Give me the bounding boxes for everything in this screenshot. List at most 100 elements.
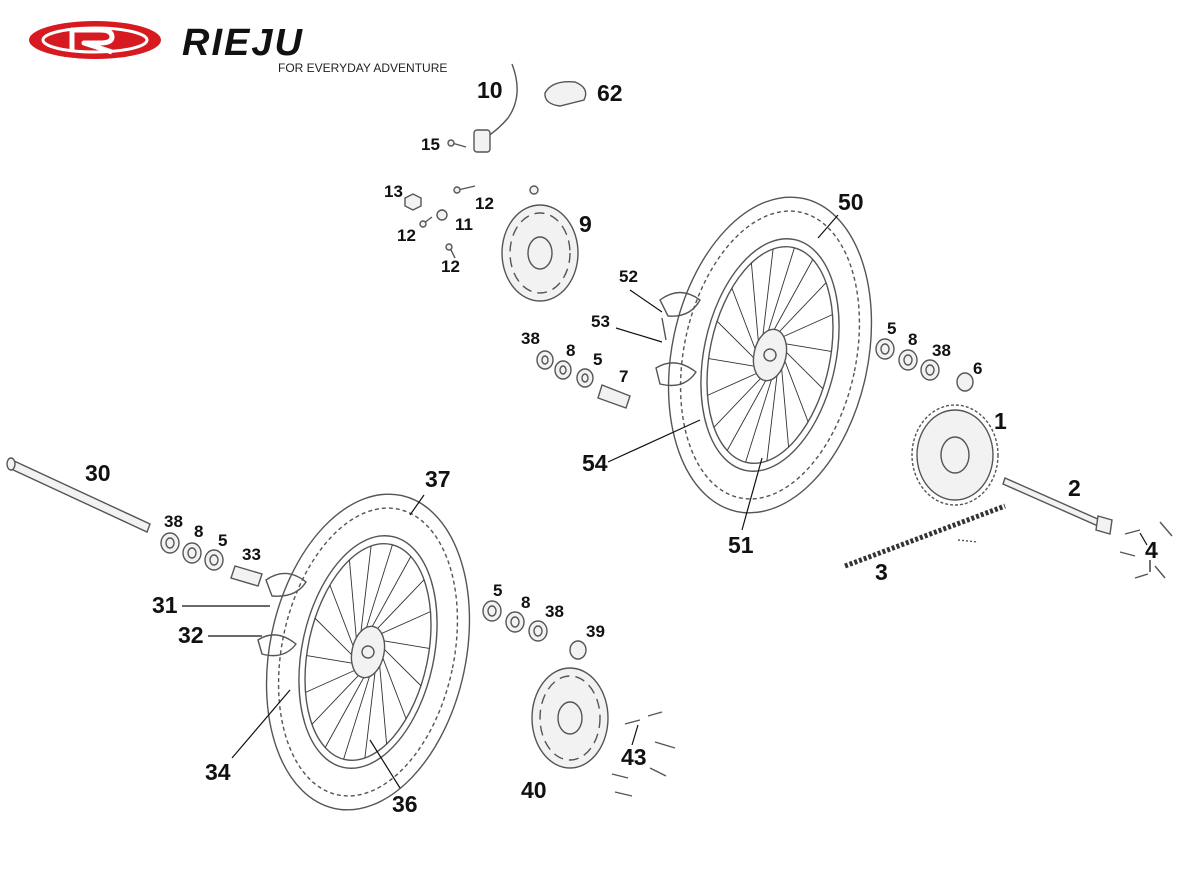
callout-2: 2 — [1068, 475, 1081, 501]
rear-axle — [1002, 477, 1113, 535]
callout-30: 30 — [85, 460, 111, 486]
front-wheel — [265, 493, 471, 811]
callout-15: 15 — [421, 135, 440, 154]
callout-5: 5 — [593, 350, 602, 369]
wheel-spoke — [364, 667, 376, 759]
brand-logo: RIEJU FOR EVERYDAY ADVENTURE — [29, 21, 447, 75]
wheel-spoke — [731, 287, 757, 353]
logo-wordmark: RIEJU — [182, 22, 304, 64]
callout-53: 53 — [591, 312, 610, 331]
sensor-bracket — [544, 81, 587, 107]
wheel-spoke — [305, 668, 358, 693]
rear-bearings-left — [536, 350, 631, 409]
wheel-spoke — [306, 655, 355, 665]
callout-33: 33 — [242, 545, 261, 564]
callout-43: 43 — [621, 744, 647, 770]
rear-sprocket — [911, 404, 999, 506]
front-brake-disc — [531, 667, 609, 769]
callout-6: 6 — [973, 359, 982, 378]
callout-8: 8 — [521, 593, 530, 612]
callout-40: 40 — [521, 777, 547, 803]
wheel-spoke — [783, 357, 809, 423]
wheel-spoke — [716, 320, 756, 360]
rear-spokes — [707, 247, 833, 463]
callout-32: 32 — [178, 622, 204, 648]
callout-4: 4 — [1145, 537, 1158, 563]
wheel-spoke — [329, 584, 355, 650]
callout-12: 12 — [475, 194, 494, 213]
callout-5: 5 — [493, 581, 502, 600]
wheel-spoke — [745, 375, 774, 463]
callout-12: 12 — [397, 226, 416, 245]
wheel-spoke — [382, 647, 422, 687]
callout-38: 38 — [521, 329, 540, 348]
callout-3: 3 — [875, 559, 888, 585]
rear-bearings-right — [875, 338, 974, 392]
wheel-spoke — [311, 672, 362, 725]
callout-52: 52 — [619, 267, 638, 286]
wheel-spoke — [762, 248, 774, 340]
wheel-spoke — [780, 365, 790, 448]
callout-8: 8 — [194, 522, 203, 541]
callout-51: 51 — [728, 532, 754, 558]
callout-31: 31 — [152, 592, 178, 618]
wheel-spoke — [766, 370, 778, 462]
rear-wheel — [667, 196, 873, 514]
sprocket-bolts — [1119, 521, 1173, 579]
wheel-spoke — [381, 654, 407, 720]
sensor-screw — [447, 139, 467, 148]
wheel-spoke — [784, 350, 824, 390]
wheel-spoke — [776, 282, 827, 335]
wheel-spoke — [780, 314, 833, 339]
callout-1: 1 — [994, 408, 1007, 434]
callout-37: 37 — [425, 466, 451, 492]
rear-tube — [655, 291, 701, 387]
front-spokes — [305, 544, 431, 760]
callout-7: 7 — [619, 367, 628, 386]
front-tube — [257, 572, 307, 657]
callout-38: 38 — [932, 341, 951, 360]
callout-62: 62 — [597, 80, 623, 106]
wheel-spoke — [360, 545, 372, 637]
wheel-spoke — [750, 262, 760, 345]
wheel-spoke — [378, 611, 431, 636]
drive-chain — [844, 503, 1006, 569]
wheel-spoke — [324, 673, 367, 748]
speed-sensor-cable — [473, 63, 518, 153]
front-disc-bolts — [611, 711, 676, 797]
callout-38: 38 — [164, 512, 183, 531]
wheel-spoke — [369, 556, 412, 631]
wheel-spoke — [766, 247, 795, 335]
wheel-spoke — [378, 662, 388, 745]
wheel-spoke — [348, 559, 358, 642]
callout-5: 5 — [218, 531, 227, 550]
rear-brake-disc — [501, 204, 579, 302]
callout-38: 38 — [545, 602, 564, 621]
front-bearings-left — [160, 532, 263, 587]
callout-13: 13 — [384, 182, 403, 201]
callout-8: 8 — [566, 341, 575, 360]
wheel-spoke — [771, 259, 814, 334]
callout-39: 39 — [586, 622, 605, 641]
wheel-spoke — [314, 617, 354, 657]
callout-50: 50 — [838, 189, 864, 215]
front-bearings-right — [482, 600, 587, 660]
wheel-spoke — [726, 376, 769, 451]
wheel-spoke — [374, 579, 425, 632]
callout-5: 5 — [887, 319, 896, 338]
wheel-spoke — [708, 358, 757, 368]
wheel-spoke — [707, 371, 760, 396]
callout-9: 9 — [579, 211, 592, 237]
wheel-spoke — [783, 342, 832, 352]
callout-12: 12 — [441, 257, 460, 276]
callout-54: 54 — [582, 450, 608, 476]
leader-lines — [182, 214, 1151, 789]
disc-bolts-rear — [404, 185, 539, 259]
callout-36: 36 — [392, 791, 418, 817]
wheel-spoke — [713, 375, 764, 428]
callout-8: 8 — [908, 330, 917, 349]
callout-11: 11 — [455, 215, 473, 234]
logo-tagline: FOR EVERYDAY ADVENTURE — [278, 61, 447, 75]
wheel-spoke — [364, 544, 393, 632]
